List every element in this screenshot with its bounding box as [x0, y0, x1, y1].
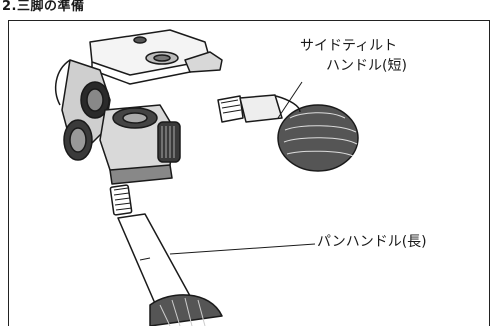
pan-handle-label: パンハンドル(長) — [317, 234, 427, 250]
side-tilt-handle-label-line1: サイドティルト — [300, 38, 398, 54]
illustration-frame — [8, 20, 490, 326]
section-header: 2.三脚の準備 — [2, 0, 85, 14]
side-tilt-handle-label-line2: ハンドル(短) — [326, 58, 407, 74]
